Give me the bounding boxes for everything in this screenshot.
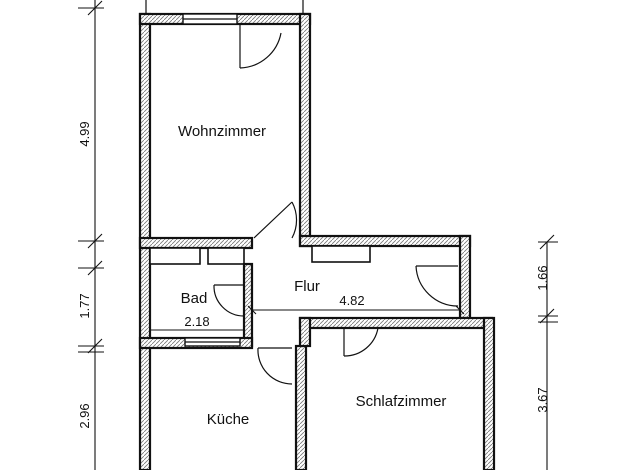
room-label-bad: Bad — [181, 290, 208, 307]
dimension-label-left-1: 4.99 — [77, 121, 92, 146]
dimension-label-flur-width: 4.82 — [339, 293, 364, 308]
dimension-label-bad-width: 2.18 — [184, 314, 209, 329]
room-label-wohnzimmer: Wohnzimmer — [178, 123, 266, 140]
left-dimension-chain — [78, 0, 104, 470]
dimension-label-right-1: 1.66 — [535, 265, 550, 290]
room-label-kueche: Küche — [207, 411, 250, 428]
inner-dimensions — [150, 305, 465, 331]
room-label-flur: Flur — [294, 278, 320, 295]
right-dimension-chain — [538, 234, 558, 470]
dimension-label-left-3: 2.96 — [77, 403, 92, 428]
walls — [138, 0, 496, 470]
room-label-schlafzimmer: Schlafzimmer — [356, 393, 447, 410]
dimension-label-right-2: 3.67 — [535, 387, 550, 412]
dimension-label-left-2: 1.77 — [77, 293, 92, 318]
doors — [213, 25, 459, 385]
